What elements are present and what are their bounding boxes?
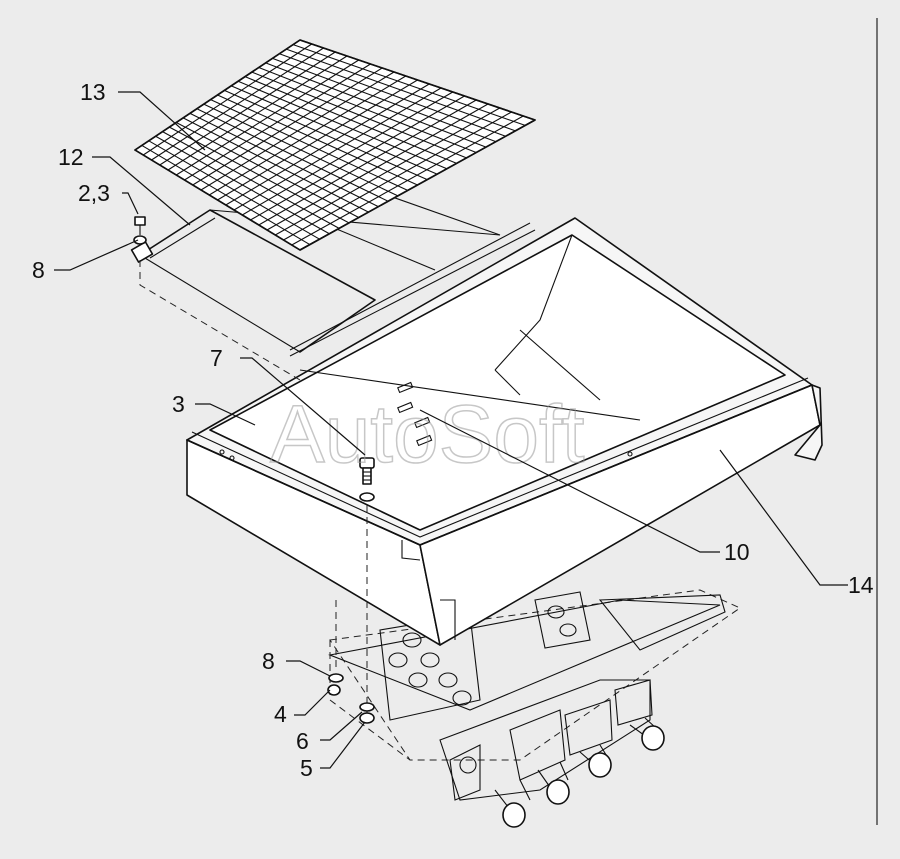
grid-mesh-line: [217, 79, 418, 201]
label-12: 12: [58, 144, 84, 170]
grid-mesh-line: [159, 51, 336, 166]
outlet-tubes: [494, 717, 665, 828]
part-labels: 13 12 2,3 8 7 3 10 14 8 4 6 5: [32, 79, 874, 781]
grid-mesh-line: [283, 111, 512, 241]
grid-mesh-line: [225, 83, 430, 206]
grid-mesh-line: [142, 43, 313, 156]
label-8-top: 8: [32, 257, 45, 283]
label-14: 14: [848, 572, 874, 598]
label-7: 7: [210, 345, 223, 371]
label-10: 10: [724, 539, 750, 565]
grid-part-13: [134, 39, 536, 251]
grid-mesh-line: [175, 59, 360, 176]
label-3: 3: [172, 391, 185, 417]
outlet-holes-left: [388, 632, 472, 706]
label-6: 6: [296, 728, 309, 754]
bolt-2-3: [133, 216, 147, 245]
label-8-bottom: 8: [262, 648, 275, 674]
label-13: 13: [80, 79, 106, 105]
grid-mesh-line: [266, 103, 489, 231]
grid-mesh-line: [167, 55, 348, 171]
leader-lines: [54, 91, 848, 769]
watermark-text: AutoSoft: [270, 389, 585, 480]
washer-8: [327, 673, 344, 696]
hopper-body: [186, 217, 823, 646]
grid-mesh-line: [291, 115, 524, 246]
grid-mesh: [141, 43, 526, 246]
grid-mesh-line: [274, 107, 501, 236]
grid-mesh-line: [200, 71, 395, 191]
bolt-7: [359, 457, 375, 502]
label-4: 4: [274, 701, 287, 727]
grid-mesh-line: [241, 91, 454, 216]
grid-mesh-line: [151, 47, 324, 161]
outlet-holes-right: [534, 591, 591, 649]
grid-mesh-line: [184, 63, 371, 181]
lower-distributor-unit: [328, 589, 742, 828]
grid-mesh-line: [233, 87, 442, 211]
slot-holes: [397, 381, 433, 447]
grid-mesh-line: [208, 75, 407, 196]
nut-4-6-5: [335, 600, 375, 724]
grid-mesh-line: [258, 99, 477, 226]
grid-mesh-line: [192, 67, 383, 186]
label-5: 5: [300, 755, 313, 781]
grid-mesh-line: [250, 95, 465, 221]
label-2-3: 2,3: [78, 180, 110, 206]
